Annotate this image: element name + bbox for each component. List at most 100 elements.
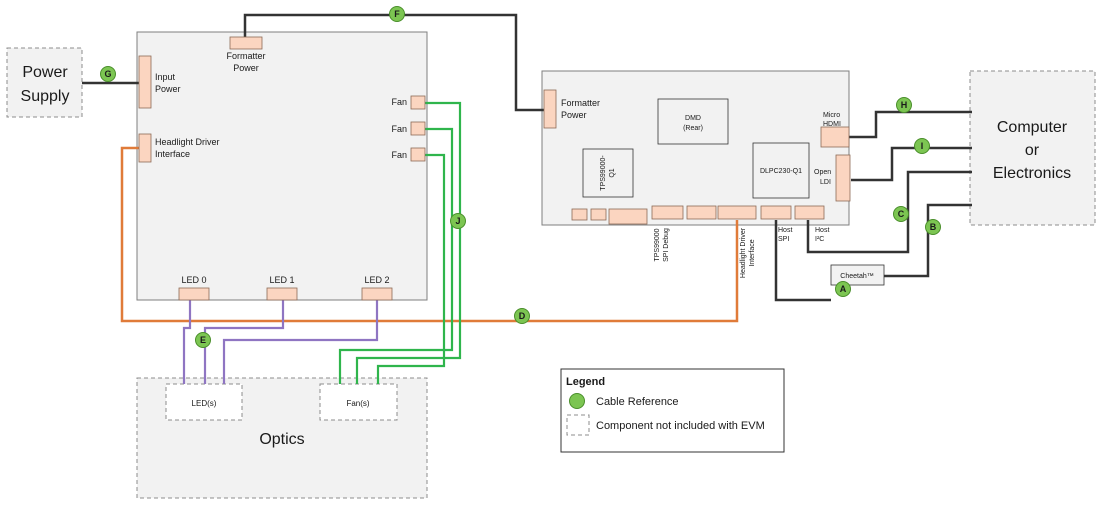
host-i2c-label-2: I²C bbox=[815, 236, 824, 243]
headlight-driver-right-label-1: Headlight Driver bbox=[740, 227, 747, 278]
led-connector-2 bbox=[361, 287, 393, 301]
cable-j-wire-0 bbox=[355, 101, 462, 384]
large-connector bbox=[608, 208, 648, 225]
fans-module bbox=[319, 383, 398, 421]
micro-hdmi-label-1: Micro bbox=[823, 112, 840, 119]
headlight-driver-interface-connector-left bbox=[138, 133, 152, 163]
cable-h-wire bbox=[849, 110, 972, 139]
headlight-driver-left-label-1: Headlight Driver bbox=[155, 137, 220, 147]
fan-label-0: Fan bbox=[391, 97, 407, 107]
leds-module-label: LED(s) bbox=[192, 399, 217, 408]
host-spi-label-2: SPI bbox=[778, 236, 789, 243]
formatter-power-left-label-2: Power bbox=[233, 63, 259, 73]
led-label-0: LED 0 bbox=[181, 275, 206, 285]
cable-badge-g-label: G bbox=[104, 69, 111, 79]
led-label-1: LED 1 bbox=[269, 275, 294, 285]
dmd-label-2: (Rear) bbox=[683, 125, 703, 132]
headlight-driver-board bbox=[136, 31, 428, 301]
headlight-driver-interface-connector-right bbox=[717, 205, 757, 220]
cable-badge-f-label: F bbox=[394, 9, 400, 19]
tps-spi-debug-connector bbox=[651, 205, 684, 220]
legend-not-included-icon bbox=[566, 414, 590, 436]
cable-badge-i: I bbox=[914, 138, 930, 154]
dmd-label-1: DMD bbox=[685, 115, 701, 122]
formatter-power-connector-right bbox=[543, 89, 557, 129]
cable-badge-j-label: J bbox=[455, 216, 460, 226]
input-power-label-2: Power bbox=[155, 84, 181, 94]
fan-label-1: Fan bbox=[391, 124, 407, 134]
computer-label-1: Computer bbox=[997, 119, 1068, 136]
input-power-connector bbox=[138, 55, 152, 109]
cable-a-wire bbox=[774, 220, 831, 302]
led-connector-1 bbox=[266, 287, 298, 301]
legend-title: Legend bbox=[566, 376, 605, 388]
tps-spi-debug-rot: TPS99000 SPI Debug bbox=[654, 228, 670, 262]
dmd-chip bbox=[657, 98, 729, 145]
dlpc230-chip bbox=[752, 142, 810, 199]
cable-badge-h-label: H bbox=[901, 100, 908, 110]
fan-label-2: Fan bbox=[391, 150, 407, 160]
tps99000-label-2: Q1 bbox=[609, 168, 616, 177]
cable-badge-j: J bbox=[450, 213, 466, 229]
cable-badge-e: E bbox=[195, 332, 211, 348]
cable-badge-a-label: A bbox=[840, 284, 847, 294]
open-ldi-label-1: Open bbox=[814, 169, 831, 176]
cable-badge-c-label: C bbox=[898, 209, 905, 219]
cable-badge-d: D bbox=[514, 308, 530, 324]
headlight-driver-left-label-2: Interface bbox=[155, 149, 190, 159]
host-spi-label-1: Host bbox=[778, 227, 792, 234]
formatter-power-connector-left bbox=[229, 36, 263, 50]
tps99000-chip-label: TPS99000- Q1 bbox=[600, 155, 616, 191]
cable-badge-c: C bbox=[893, 206, 909, 222]
power-supply-label-1: Power bbox=[22, 64, 68, 81]
open-ldi-label-2: LDI bbox=[820, 179, 831, 186]
legend-cable-icon bbox=[569, 393, 585, 409]
legend-cable-reference: Cable Reference bbox=[596, 396, 679, 408]
cable-badge-g: G bbox=[100, 66, 116, 82]
headlight-driver-right-label-2: Interface bbox=[749, 239, 756, 266]
cable-badge-f: F bbox=[389, 6, 405, 22]
cable-e-wire-0 bbox=[182, 300, 192, 384]
cheetah-adapter bbox=[830, 264, 885, 286]
leds-module bbox=[165, 383, 243, 421]
fans-module-label: Fan(s) bbox=[346, 399, 369, 408]
unlabeled-connector bbox=[686, 205, 717, 220]
led-label-2: LED 2 bbox=[364, 275, 389, 285]
cable-i-wire bbox=[851, 146, 972, 182]
host-i2c-connector bbox=[794, 205, 825, 220]
host-i2c-label-1: Host bbox=[815, 227, 829, 234]
cable-j-wire-1 bbox=[338, 127, 454, 384]
cable-c-wire bbox=[806, 170, 972, 254]
formatter-power-right-label-2: Power bbox=[561, 110, 587, 120]
cable-badge-h: H bbox=[896, 97, 912, 113]
cable-e-wire-2 bbox=[222, 300, 379, 384]
micro-hdmi-label-2: HDMI bbox=[823, 121, 841, 128]
formatter-power-left-label-1: Formatter bbox=[226, 51, 265, 61]
headlight-driver-right-rot: Headlight Driver Interface bbox=[740, 227, 756, 278]
optics-label: Optics bbox=[259, 431, 304, 448]
host-spi-connector bbox=[760, 205, 792, 220]
computer-label-3: Electronics bbox=[993, 165, 1071, 182]
formatter-power-right-label-1: Formatter bbox=[561, 98, 600, 108]
cable-badge-e-label: E bbox=[200, 335, 206, 345]
computer-label-2: or bbox=[1025, 142, 1040, 159]
cable-e-wire-1 bbox=[203, 300, 285, 384]
power-supply-label-2: Supply bbox=[21, 88, 70, 105]
cheetah-label: Cheetah™ bbox=[840, 273, 873, 280]
cable-d-wire bbox=[120, 146, 739, 323]
cable-b-wire bbox=[884, 203, 972, 278]
micro-hdmi-connector bbox=[820, 126, 850, 148]
cable-badge-b: B bbox=[925, 219, 941, 235]
led-connector-0 bbox=[178, 287, 210, 301]
tps-spi-debug-label-1: TPS99000 bbox=[654, 228, 661, 261]
tps99000-chip bbox=[582, 148, 634, 198]
cable-badge-b-label: B bbox=[930, 222, 937, 232]
tps-spi-debug-label-2: SPI Debug bbox=[663, 228, 670, 262]
computer-block bbox=[969, 70, 1096, 226]
cable-badge-a: A bbox=[835, 281, 851, 297]
tps99000-label-1: TPS99000- bbox=[600, 155, 607, 191]
small-connector-2 bbox=[590, 208, 607, 221]
cable-j-wire-2 bbox=[376, 153, 446, 384]
cable-f-wire bbox=[243, 13, 544, 112]
